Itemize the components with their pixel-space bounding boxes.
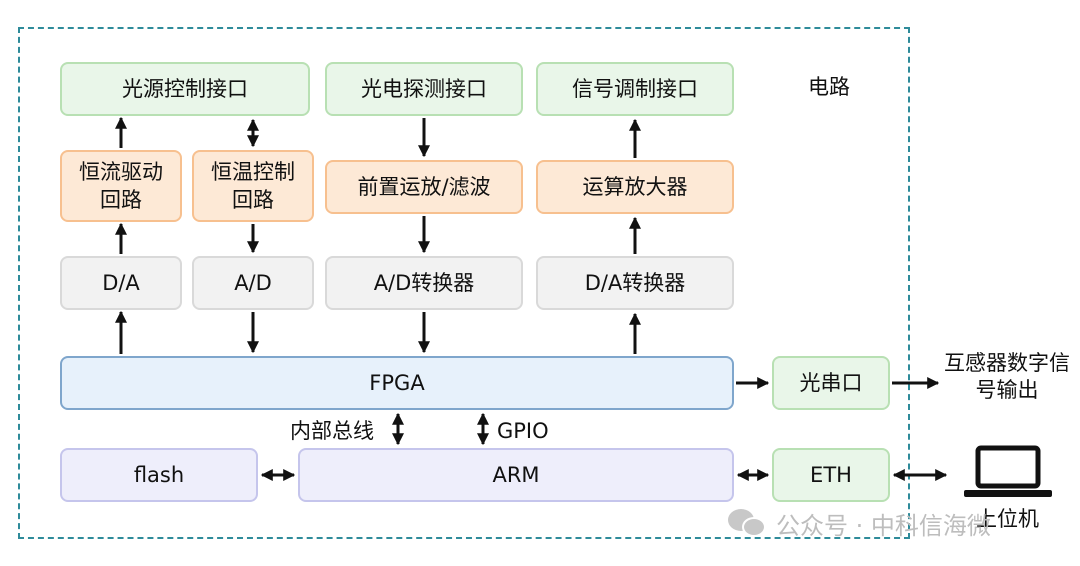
- internal-bus-label: 内部总线: [290, 419, 374, 443]
- temp-control-circuit: 恒温控制回路: [192, 150, 314, 222]
- arm-block: ARM: [298, 448, 734, 502]
- optical-serial-port: 光串口: [772, 356, 890, 410]
- signal-mod-interface-label: 信号调制接口: [572, 76, 698, 101]
- da-converter-small: D/A: [60, 256, 182, 310]
- photo-detect-interface: 光电探测接口: [325, 62, 523, 116]
- digital-output-label: 互感器数字信号输出: [944, 350, 1070, 405]
- ad-converter-small-label: A/D: [234, 270, 272, 295]
- gpio-label: GPIO: [497, 419, 549, 443]
- fpga-label: FPGA: [369, 370, 425, 395]
- preamp-filter-circuit: 前置运放/滤波: [325, 160, 523, 214]
- ad-converter-label: A/D转换器: [373, 270, 475, 295]
- optical-serial-port-label: 光串口: [799, 370, 863, 395]
- arm-label: ARM: [492, 462, 540, 487]
- signal-mod-interface: 信号调制接口: [536, 62, 734, 116]
- da-converter-small-label: D/A: [102, 270, 140, 295]
- wechat-icon: [728, 507, 768, 539]
- watermark: 公众号 · 中科信海微: [728, 505, 991, 541]
- da-converter-label: D/A转换器: [584, 270, 686, 295]
- region-label: 电路: [808, 75, 850, 99]
- constant-current-circuit-label: 恒流驱动回路: [79, 159, 163, 212]
- ad-converter-small: A/D: [192, 256, 314, 310]
- eth-label: ETH: [810, 462, 852, 487]
- host-label: 上位机: [976, 507, 1039, 531]
- flash-label: flash: [133, 462, 185, 487]
- op-amp-circuit-label: 运算放大器: [582, 174, 688, 199]
- light-source-interface: 光源控制接口: [60, 62, 310, 116]
- op-amp-circuit: 运算放大器: [536, 160, 734, 214]
- eth-port: ETH: [772, 448, 890, 502]
- photo-detect-interface-label: 光电探测接口: [361, 76, 487, 101]
- fpga-block: FPGA: [60, 356, 734, 410]
- da-converter: D/A转换器: [536, 256, 734, 310]
- light-source-interface-label: 光源控制接口: [122, 76, 248, 101]
- flash-block: flash: [60, 448, 258, 502]
- circuit-boundary: [18, 27, 910, 539]
- constant-current-circuit: 恒流驱动回路: [60, 150, 182, 222]
- preamp-filter-circuit-label: 前置运放/滤波: [357, 174, 491, 199]
- ad-converter: A/D转换器: [325, 256, 523, 310]
- temp-control-circuit-label: 恒温控制回路: [211, 159, 295, 212]
- watermark-text: 公众号 · 中科信海微: [776, 511, 991, 540]
- digital-output-text: 互感器数字信号输出: [944, 351, 1070, 403]
